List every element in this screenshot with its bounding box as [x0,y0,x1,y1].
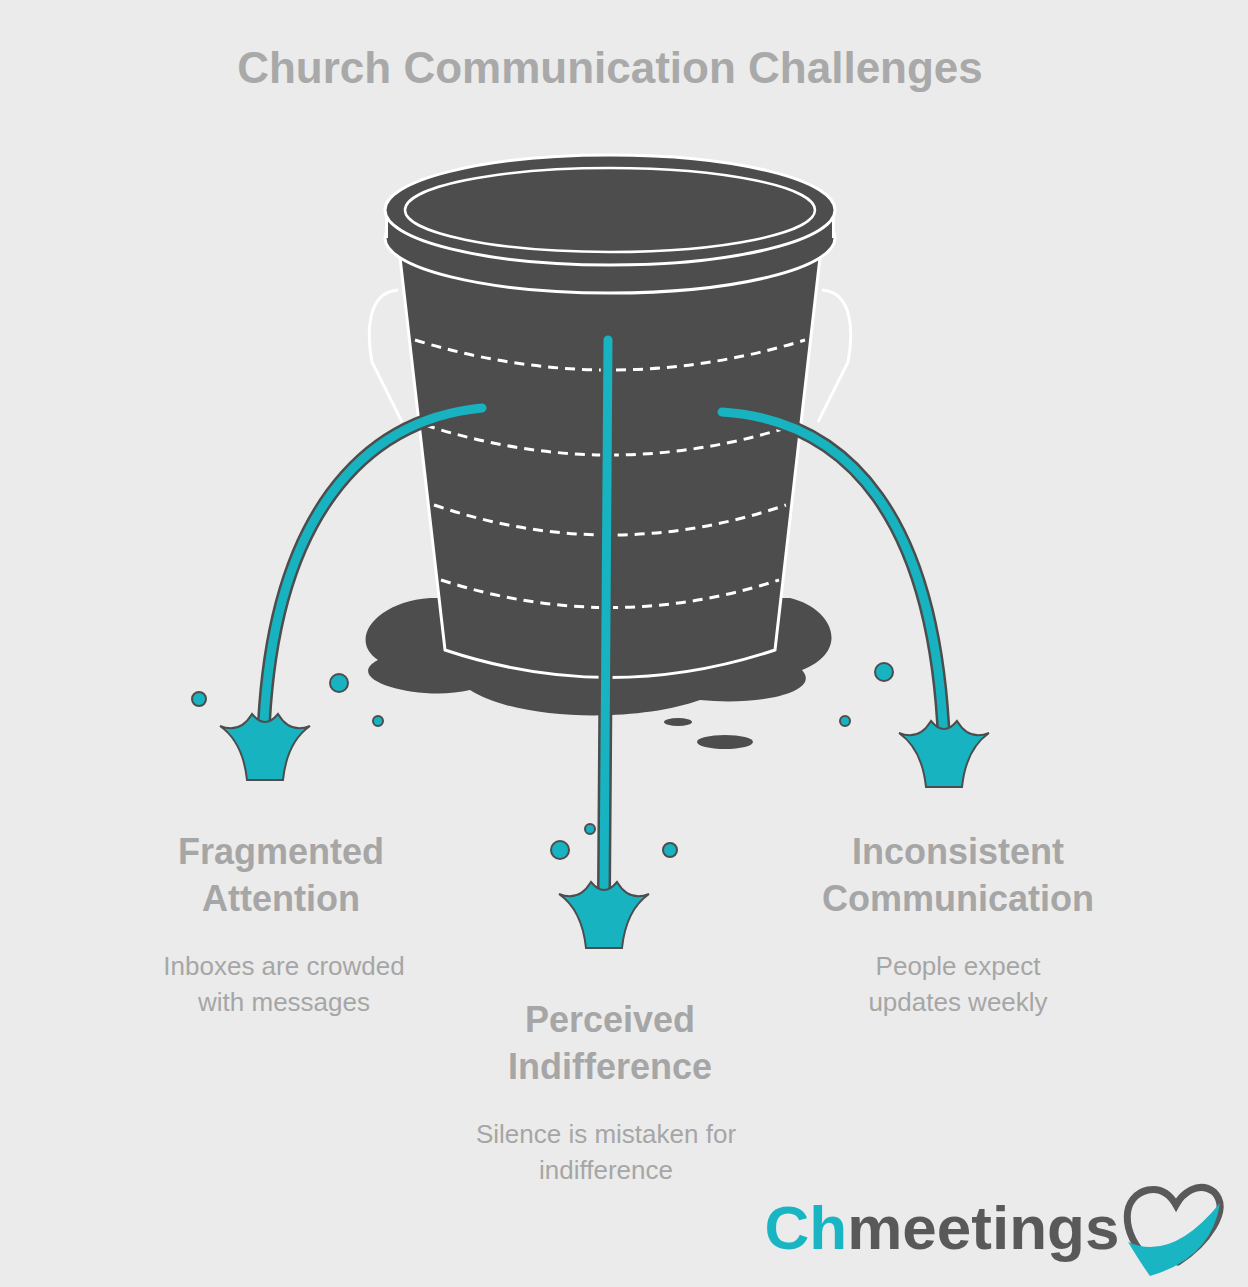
challenge-heading: Perceived Indifference [475,996,745,1090]
bucket-opening [405,168,815,252]
water-stream [264,408,482,722]
water-stream [604,340,608,892]
challenge-heading: Inconsistent Communication [793,828,1123,922]
water-drop [551,841,569,859]
challenge-description: People expect updates weekly [846,948,1071,1020]
brand-logo: Chmeetings [742,1192,1142,1264]
water-splash [899,721,989,787]
diagram-title: Church Communication Challenges [110,40,1110,96]
water-splash [559,882,649,948]
water-drop [330,674,348,692]
puddle-drop [697,735,753,749]
brand-logo-text: Chmeetings [765,1192,1120,1264]
puddle-drop [664,718,692,726]
water-stream [264,408,482,722]
water-splash [220,714,310,780]
challenge-description: Inboxes are crowded with messages [144,948,424,1020]
water-drop [840,716,850,726]
water-drop [585,824,595,834]
bucket-handle [369,290,402,422]
water-drop [192,692,206,706]
challenge-description: Silence is mistaken for indifference [475,1116,737,1188]
water-stream [722,412,944,742]
bucket-handle [818,290,851,422]
logo-hand [1128,1203,1220,1276]
water-stream [604,340,608,892]
water-drop [875,663,893,681]
water-drop [373,716,383,726]
water-drop [663,843,677,857]
challenge-heading: Fragmented Attention [136,828,426,922]
bucket-rim [385,155,835,265]
water-stream [722,412,944,742]
